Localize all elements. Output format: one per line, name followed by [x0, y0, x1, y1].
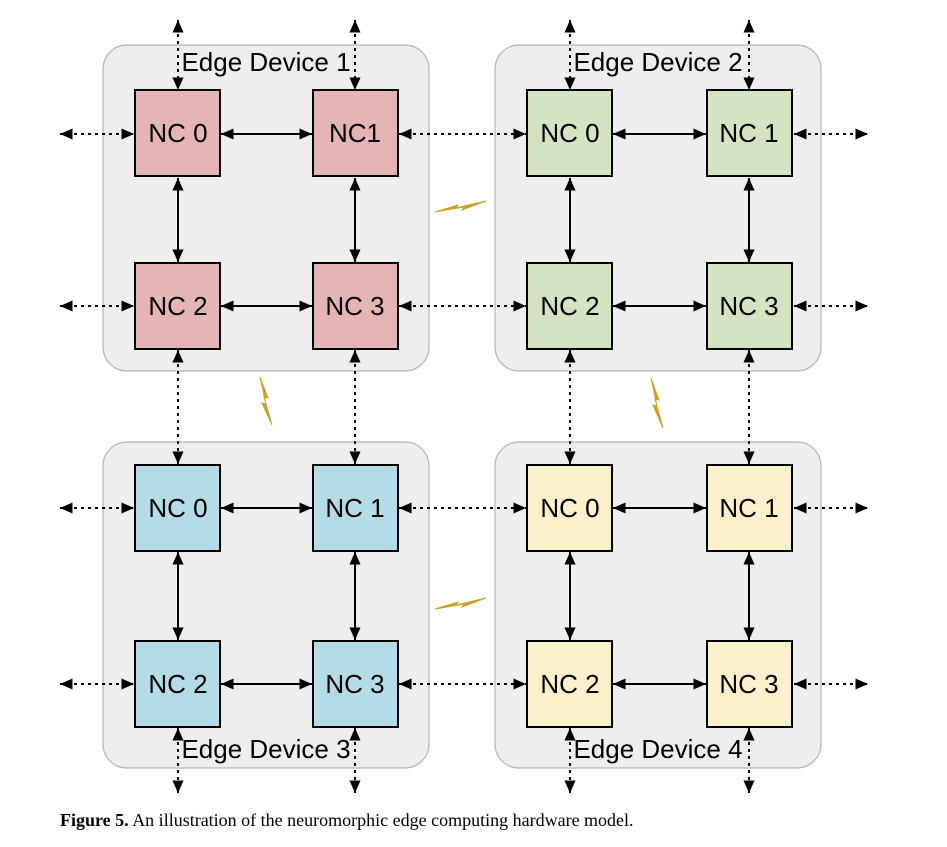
edge-computing-diagram: Edge Device 1 Edge Device 2 Edge Device … — [59, 20, 868, 793]
edge-device-1-label: Edge Device 1 — [181, 47, 350, 77]
d2-nc2-box — [526, 262, 613, 350]
edge-device-4-label: Edge Device 4 — [573, 734, 742, 764]
edge-device-4-nodes: NC 0 NC 1 NC 2 NC 3 — [526, 464, 793, 728]
edge-device-3-label: Edge Device 3 — [181, 734, 350, 764]
d2-nc2-label: NC 2 — [540, 291, 599, 321]
d1-nc3-label: NC 3 — [325, 291, 384, 321]
d3-nc1-box — [312, 464, 399, 552]
d4-nc1-label: NC 1 — [719, 493, 778, 523]
d3-nc3-label: NC 3 — [325, 669, 384, 699]
d3-nc2-label: NC 2 — [148, 669, 207, 699]
d4-nc3-label: NC 3 — [719, 669, 778, 699]
d4-nc2-box — [526, 640, 613, 728]
d2-nc3-box — [706, 262, 793, 350]
d4-nc1-box — [706, 464, 793, 552]
edge-device-3-nodes: NC 0 NC 1 NC 2 NC 3 — [134, 464, 399, 728]
edge-device-2-nodes: NC 0 NC 1 NC 2 NC 3 — [526, 89, 793, 350]
d3-nc3-box — [312, 640, 399, 728]
d2-nc1-box — [706, 89, 793, 177]
d4-nc2-label: NC 2 — [540, 669, 599, 699]
d3-nc1-label: NC 1 — [325, 493, 384, 523]
d1-nc1-box — [312, 89, 399, 177]
d4-nc3-box — [706, 640, 793, 728]
d3-nc0-box — [134, 464, 221, 552]
intra-device-links — [172, 128, 755, 690]
figure-caption-label: Figure 5. — [60, 810, 129, 830]
lightning-bolt-icon — [434, 597, 487, 610]
figure-caption-text: An illustration of the neuromorphic edge… — [132, 810, 634, 830]
d1-nc2-label: NC 2 — [148, 291, 207, 321]
d2-nc1-label: NC 1 — [719, 118, 778, 148]
lightning-bolt-icon — [259, 376, 273, 426]
d2-nc0-box — [526, 89, 613, 177]
d3-nc0-label: NC 0 — [148, 493, 207, 523]
edge-device-1-nodes: NC 0 NC1 NC 2 NC 3 — [134, 89, 399, 350]
lightning-bolt-icon — [434, 200, 487, 213]
edge-device-2-label: Edge Device 2 — [573, 47, 742, 77]
d2-nc3-label: NC 3 — [719, 291, 778, 321]
external-links — [59, 20, 868, 793]
d4-nc0-label: NC 0 — [540, 493, 599, 523]
lightning-bolt-icon — [650, 377, 664, 429]
d1-nc1-label: NC1 — [329, 118, 381, 148]
d3-nc2-box — [134, 640, 221, 728]
d1-nc0-label: NC 0 — [148, 118, 207, 148]
d1-nc0-box — [134, 89, 221, 177]
d4-nc0-box — [526, 464, 613, 552]
d1-nc2-box — [134, 262, 221, 350]
d1-nc3-box — [312, 262, 399, 350]
d2-nc0-label: NC 0 — [540, 118, 599, 148]
figure-caption: Figure 5. An illustration of the neuromo… — [60, 810, 920, 831]
